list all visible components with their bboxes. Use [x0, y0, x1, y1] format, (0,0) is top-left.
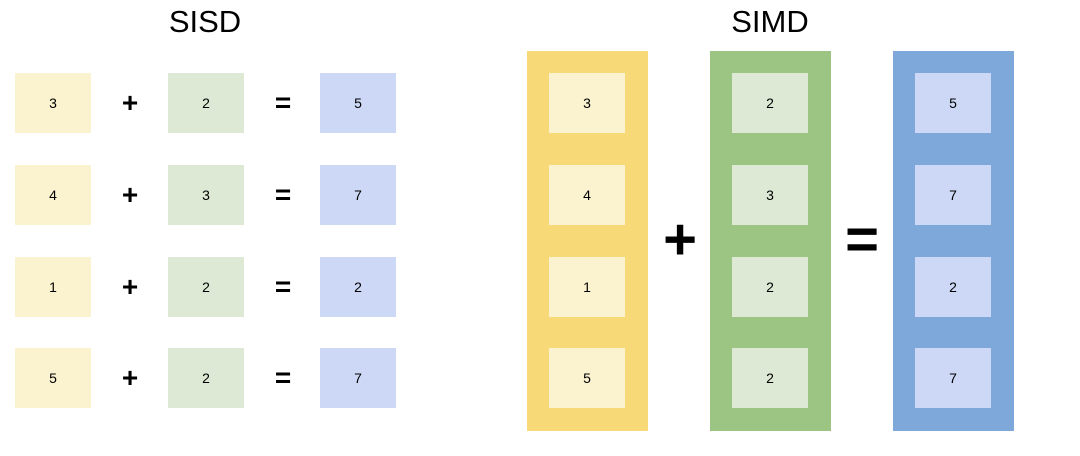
sisd-operand-a-cell: 5 — [15, 348, 91, 408]
sisd-equals-sign: = — [274, 271, 292, 302]
sisd-operand-b-cell: 3 — [168, 165, 244, 225]
simd-operand-b-lane: 2 — [732, 73, 808, 133]
simd-result-lane: 7 — [915, 348, 991, 408]
sisd-plus-sign: + — [121, 87, 139, 118]
simd-result-lane: 5 — [915, 73, 991, 133]
simd-result-lane: 2 — [915, 257, 991, 317]
sisd-equals-sign: = — [274, 362, 292, 393]
simd-operand-b-lane: 2 — [732, 257, 808, 317]
sisd-plus-sign: + — [121, 271, 139, 302]
sisd-plus-sign: + — [121, 179, 139, 210]
sisd-equals-sign: = — [274, 179, 292, 210]
simd-equals-sign: = — [845, 207, 879, 272]
simd-operand-a-lane: 5 — [549, 348, 625, 408]
simd-operand-b-lane: 2 — [732, 348, 808, 408]
sisd-equals-sign: = — [274, 87, 292, 118]
simd-operand-a-lane: 1 — [549, 257, 625, 317]
sisd-operand-b-cell: 2 — [168, 73, 244, 133]
sisd-operand-b-cell: 2 — [168, 348, 244, 408]
sisd-result-cell: 7 — [320, 165, 396, 225]
sisd-result-cell: 7 — [320, 348, 396, 408]
sisd-result-cell: 5 — [320, 73, 396, 133]
simd-operand-a-lane: 4 — [549, 165, 625, 225]
simd-title: SIMD — [731, 4, 809, 39]
sisd-result-cell: 2 — [320, 257, 396, 317]
sisd-operand-a-cell: 3 — [15, 73, 91, 133]
simd-operand-a-lane: 3 — [549, 73, 625, 133]
sisd-operand-a-cell: 1 — [15, 257, 91, 317]
simd-plus-sign: + — [663, 207, 697, 272]
simd-result-lane: 7 — [915, 165, 991, 225]
sisd-title: SISD — [168, 4, 242, 39]
sisd-plus-sign: + — [121, 362, 139, 393]
sisd-operand-b-cell: 2 — [168, 257, 244, 317]
simd-operand-b-lane: 3 — [732, 165, 808, 225]
sisd-operand-a-cell: 4 — [15, 165, 91, 225]
